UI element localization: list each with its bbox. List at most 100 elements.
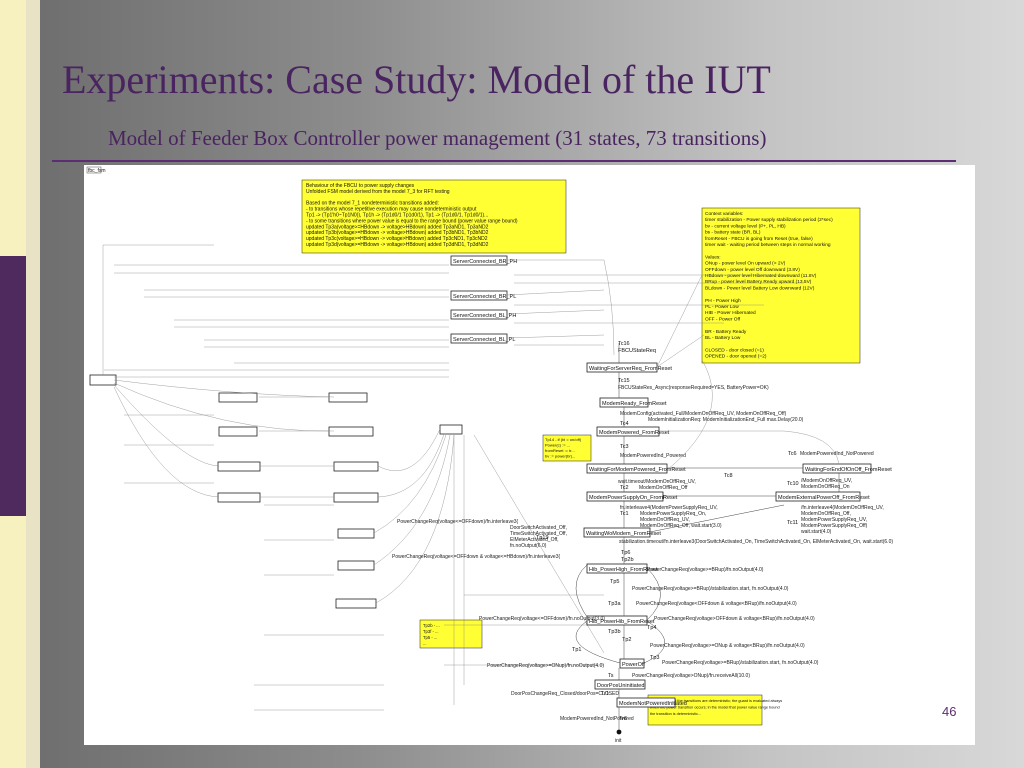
note-lower-right-line: when the power transition occurs; in the… (650, 706, 780, 710)
label-fn-interleave-modem: /fn.interleave4(ModemOnOffReq_UV, (801, 505, 884, 511)
state-waiting-for-modem-powered-label: WaitingForModemPowered_FromReset (589, 467, 686, 473)
label-tp1: Tp1 (572, 647, 581, 653)
state-modem-not-powered-initiated-label: ModemNotPoweredInitiated (619, 701, 687, 707)
slide-title: Experiments: Case Study: Model of the IU… (62, 57, 771, 102)
diagram-canvas: fbc_fsm Behaviour of the FBCU to power s… (84, 165, 975, 745)
note-right-line: bs - battery state (BR, BL) (705, 230, 761, 236)
state-hib-power-high-label: Hib_PowerHigh_FromReset (589, 567, 658, 573)
label-tp3b: Tp3b (608, 629, 621, 635)
label-tc1: Tc1 (620, 511, 629, 517)
label-tr6: Tr6 (619, 716, 627, 722)
state-left-2 (218, 392, 258, 403)
note-top-line: updated Tp3b(voltage>=HBdown -> voltage>… (306, 230, 489, 236)
note-right-line: OFFdown - power level Off downward (3.8V… (705, 267, 800, 273)
state-waiting-for-end-of-onoff (802, 463, 872, 474)
note-bottom-line: Tp2b - ... (423, 623, 440, 628)
left-band-accent (0, 256, 26, 516)
label-tp19: Tp19 (536, 535, 549, 541)
label-tp6: Tp6 (621, 550, 630, 556)
diagram-corner-tag: fbc_fsm (88, 168, 106, 174)
note-lower-right-line: the transition is deterministic... (650, 712, 701, 716)
state-machine-diagram: fbc_fsm Behaviour of the FBCU to power s… (86, 166, 893, 744)
note-right-line: timer stabilization - Power supply stabi… (705, 217, 833, 223)
note-small-line: bv := power(br)... (545, 454, 575, 459)
note-right-line: HBdown - power level Hibernated downward… (705, 273, 817, 279)
state-modem-external-power-off (775, 491, 861, 502)
label-ts: Ts (608, 673, 614, 679)
state-left-6 (328, 392, 368, 403)
note-top-line: - to transitions whose repetitive execut… (306, 207, 477, 213)
state-left-5 (217, 492, 261, 503)
label-door-switch: DoorSwitchActivated_Off, (510, 525, 567, 531)
diagram-corner-tag-box (86, 166, 102, 174)
label-modem-not-powered: ModemPoweredInd_NotPowered (560, 716, 634, 722)
state-modem-not-powered-initiated (616, 697, 676, 708)
state-modem-power-supply-on-label: ModemPowerSupplyOn_FromReset (589, 495, 678, 501)
note-top-line: Unfolded FSM model derived from the mode… (306, 189, 450, 195)
label-fbcu-state-req: FBCUStateReq (618, 348, 656, 354)
note-right-line: Values: (705, 254, 721, 260)
left-band-top (0, 0, 26, 256)
label-fn-output: fn.noOutput(6.0) (510, 543, 547, 549)
left-band-bottom (0, 516, 26, 768)
state-left-1 (89, 374, 117, 386)
label-modem-power-supply-off: ModemPowerSupplyReq_Off) (801, 523, 868, 529)
state-modem-powered-label: ModemPowered_FromReset (599, 430, 670, 436)
note-right-line: PL - Power Low (705, 304, 739, 310)
central-transition-lines (618, 343, 625, 730)
label-tc16: Tc16 (618, 341, 630, 347)
label-to-switch: fn.interleave4(ModemPowerSupplyReq_UV, (620, 505, 718, 511)
label-power-change-on: PowerChangeReq(voltage>=ONup)/fn.noOutpu… (487, 663, 604, 669)
note-small-lines: Tp14 - if (bl = on/off)Power(c) := ...fr… (545, 437, 582, 459)
label-modem-power-supply-uv: ModemPowerSupplyReq_UV, (801, 517, 867, 523)
state-server-connected-br-ph (450, 255, 508, 266)
label-tc3: Tc3 (620, 444, 629, 450)
label-tr1: Tr1 (601, 691, 609, 697)
state-modem-powered (596, 426, 660, 437)
note-right-line: BLdown - Power level Battery Low downwar… (705, 285, 815, 291)
label-modem-on-off-uv2: ModemOnOffReq_UV, (640, 517, 690, 523)
label-modem-on-off-uv: /ModemOnOffReq_UV, (801, 478, 852, 484)
note-top-line: Behaviour of the FBCU to power supply ch… (306, 183, 415, 189)
state-modem-external-power-off-label: ModemExternalPowerOff_FromReset (778, 495, 870, 501)
note-right-line: OPENED - door opened (=2) (705, 354, 767, 360)
note-right-line: BRup - power level Battery Ready upward … (705, 279, 812, 285)
state-server-connected-bl-pl (450, 333, 508, 344)
note-top-line: Based on the model 7_1 nondeterministic … (306, 201, 439, 207)
label-tc15: Tc15 (618, 378, 630, 384)
note-right-line: Context variables: (705, 211, 743, 217)
label-modem-powered-not: ModemPoweredInd_NotPowered (800, 451, 874, 457)
state-left-11 (337, 560, 375, 571)
note-right-line: fromReset - FBCU is going from Reset (tr… (705, 236, 813, 242)
label-modem-powered: ModemPoweredInd_Powered (620, 453, 686, 459)
left-strip (26, 0, 40, 768)
note-bottom (419, 619, 483, 649)
note-right (701, 207, 861, 364)
state-power-off (619, 658, 645, 669)
note-right-line: BR - Battery Ready (705, 329, 747, 335)
label-tc4: Tc4 (620, 421, 629, 427)
label-door-pos: DoorPosChangeReq_Closed/doorPos=CLOSED (511, 691, 619, 697)
state-left-13 (439, 424, 463, 435)
label-power-change-brup: PowerChangeReq(voltage>=BRup)/fn.noOutpu… (647, 567, 764, 573)
left-transition-lines-1 (104, 264, 449, 371)
label-tp3a: Tp3a (608, 601, 621, 607)
label-tc8: Tc8 (724, 473, 733, 479)
label-tp2: Tp2 (622, 637, 631, 643)
label-modem-on-off-off3: ModemOnOffReq_Off, (801, 511, 851, 517)
label-power-change-on-brup: PowerChangeReq(voltage>=ONup & voltage<B… (650, 643, 805, 649)
label-power-change-brup-start: PowerChangeReq(voltage>=BRup)/stabilizat… (632, 586, 789, 592)
note-right-line: OFF - Power Off (705, 316, 741, 322)
label-tp4: Tp4 (647, 625, 656, 631)
note-small-line: fromReset := tr... (545, 448, 575, 453)
note-top-line: updated Tp3c(voltage>=HBdown -> voltage>… (306, 236, 488, 242)
state-left-3 (218, 426, 258, 437)
note-top-line: updated Tp3d(voltage>=HBdown -> voltage>… (306, 242, 489, 248)
state-left-8 (333, 461, 379, 472)
note-right-line: ONup - power level On upward (> 2V) (705, 261, 786, 267)
note-right-line: BL - Battery Low (705, 335, 741, 341)
state-power-off-label: PowerOff (622, 662, 645, 668)
state-door-pos-uninitiated-label: DoorPosUninitiated (597, 683, 644, 689)
note-small-line: Tp14 - if (bl = on/off) (545, 437, 582, 442)
note-top-line: - to some transitions where power value … (306, 218, 518, 224)
